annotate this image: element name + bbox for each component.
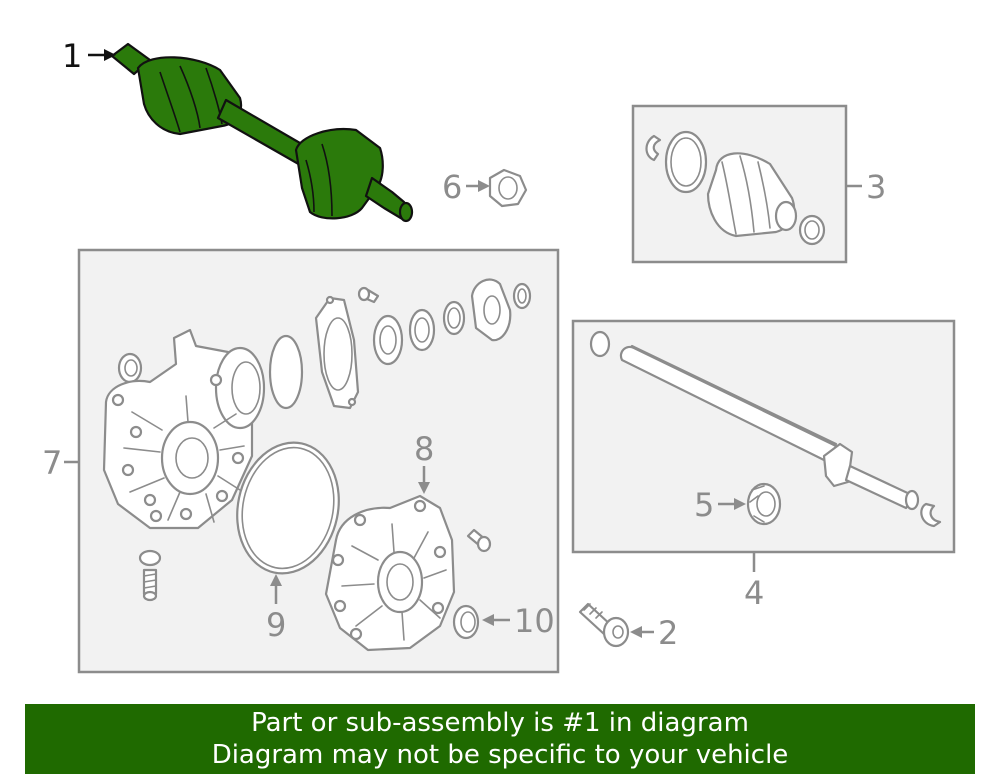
- callout-5: 5: [694, 486, 714, 524]
- axle-shaft-assembly[interactable]: [110, 42, 414, 223]
- callout-10: 10: [514, 602, 555, 640]
- seal-right[interactable]: [452, 604, 480, 640]
- seal-left[interactable]: [117, 352, 143, 384]
- callout-6: 6: [442, 168, 462, 206]
- differential-housing[interactable]: [102, 328, 266, 530]
- callout-7: 7: [42, 444, 62, 482]
- banner-line-1: Part or sub-assembly is #1 in diagram: [251, 708, 749, 738]
- flange[interactable]: [470, 278, 532, 342]
- callout-2: 2: [658, 614, 678, 652]
- bearing[interactable]: [746, 482, 782, 526]
- differential-cover[interactable]: [324, 494, 456, 652]
- callout-9: 9: [266, 606, 286, 644]
- small-bolt[interactable]: [357, 286, 380, 304]
- banner-line-2: Diagram may not be specific to your vehi…: [211, 740, 789, 770]
- callout-8: 8: [414, 430, 434, 468]
- bearing-set[interactable]: [372, 300, 466, 366]
- cover-bolt[interactable]: [466, 528, 492, 553]
- parts-diagram: 1 6 3 5 4: [42, 37, 956, 674]
- boot-kit[interactable]: [645, 130, 826, 246]
- axle-nut[interactable]: [488, 168, 528, 208]
- o-ring[interactable]: [268, 334, 304, 410]
- adapter-plate[interactable]: [314, 295, 360, 410]
- gasket[interactable]: [225, 433, 350, 583]
- callout-3: 3: [866, 168, 886, 206]
- info-banner: Part or sub-assembly is #1 in diagram Di…: [25, 704, 975, 774]
- callout-1: 1: [62, 37, 82, 75]
- drain-plug[interactable]: [138, 549, 162, 602]
- callout-4: 4: [744, 574, 764, 612]
- intermediate-shaft[interactable]: [589, 330, 942, 528]
- bolt[interactable]: [578, 602, 630, 648]
